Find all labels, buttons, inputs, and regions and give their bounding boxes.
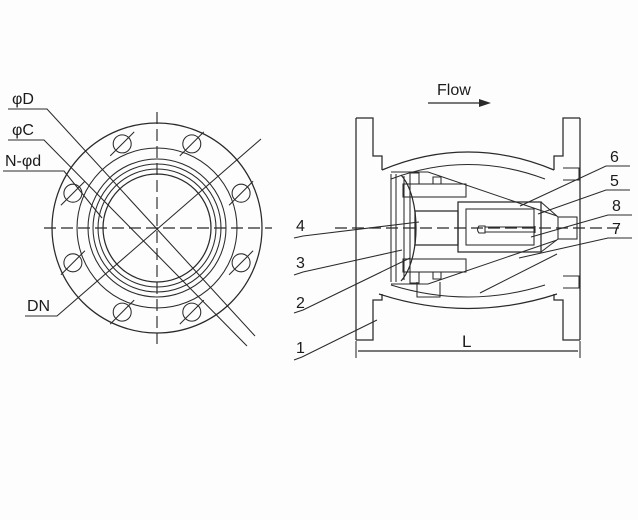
bolt-hole-slash — [179, 131, 205, 157]
part-number-1: 1 — [296, 340, 305, 357]
part-number-6: 6 — [610, 149, 619, 166]
leader-part-8 — [530, 214, 632, 238]
bolt-hole-slash — [60, 250, 86, 276]
bolt-hole — [112, 134, 132, 154]
bolt-hole — [182, 302, 202, 322]
part-number-8: 8 — [612, 198, 621, 215]
bolt-hole-slash — [179, 299, 205, 325]
flow-arrow-head-icon — [479, 99, 491, 107]
label-bolt-holes: N-φd — [5, 153, 41, 170]
guide-housing — [457, 201, 542, 253]
leader-phi-c — [8, 139, 248, 347]
front-view-leaders — [3, 108, 262, 347]
bolt-holes — [60, 131, 254, 325]
right-flange — [553, 117, 581, 341]
part-number-2: 2 — [296, 295, 305, 312]
bolt-hole — [231, 253, 251, 273]
leader-part-6 — [519, 165, 630, 207]
valve-body-shell — [378, 151, 558, 310]
part-leaders — [293, 165, 632, 361]
leader-part-2 — [293, 257, 411, 314]
bolt-hole — [63, 253, 83, 273]
flow-arrow: Flow — [428, 82, 491, 107]
leader-part-4 — [293, 221, 420, 239]
part-number-5: 5 — [610, 173, 619, 190]
flow-label: Flow — [437, 82, 471, 99]
left-flange — [355, 117, 383, 341]
part-number-4: 4 — [296, 218, 305, 235]
leader-part-5 — [537, 189, 630, 215]
bolt-hole — [112, 302, 132, 322]
leader-part-7 — [518, 237, 632, 259]
bolt-hole — [182, 134, 202, 154]
bolt-hole-slash — [109, 299, 135, 325]
flange-outer-circle — [51, 122, 263, 334]
bore-circle — [102, 173, 212, 283]
leader-part-3 — [293, 249, 403, 276]
part-number-3: 3 — [296, 255, 305, 272]
label-bolt-circle-diameter: φC — [12, 122, 34, 139]
outlet-cone — [540, 201, 578, 253]
lower-guide-plate — [402, 258, 467, 273]
label-flange-outer-diameter: φD — [12, 91, 34, 108]
leader-n-phi-d — [3, 170, 103, 219]
bolt-hole — [231, 183, 251, 203]
front-view: φD φC N-φd DN — [3, 91, 272, 347]
label-nominal-diameter: DN — [27, 298, 50, 315]
bolt-hole-slash — [109, 131, 135, 157]
leader-phi-d — [8, 108, 256, 337]
seal-ring-circle-1 — [87, 158, 227, 298]
flange-circles — [51, 122, 263, 334]
raised-face-circle — [76, 147, 238, 309]
bolt-hole-slash — [60, 180, 86, 206]
bolt-hole-slash — [228, 250, 254, 276]
side-view: Flow — [293, 82, 632, 361]
length-dimension-label: L — [462, 332, 471, 351]
part-number-7: 7 — [612, 221, 621, 238]
length-dimension: L — [355, 332, 581, 358]
seal-ring-circle-2 — [92, 163, 222, 293]
upper-guide-plate — [402, 183, 467, 198]
valve-stem — [476, 225, 536, 234]
seal-ring-circle-3 — [97, 168, 217, 288]
leader-dn — [25, 138, 262, 317]
leader-part-1 — [293, 319, 378, 361]
bolt-hole-slash — [228, 180, 254, 206]
